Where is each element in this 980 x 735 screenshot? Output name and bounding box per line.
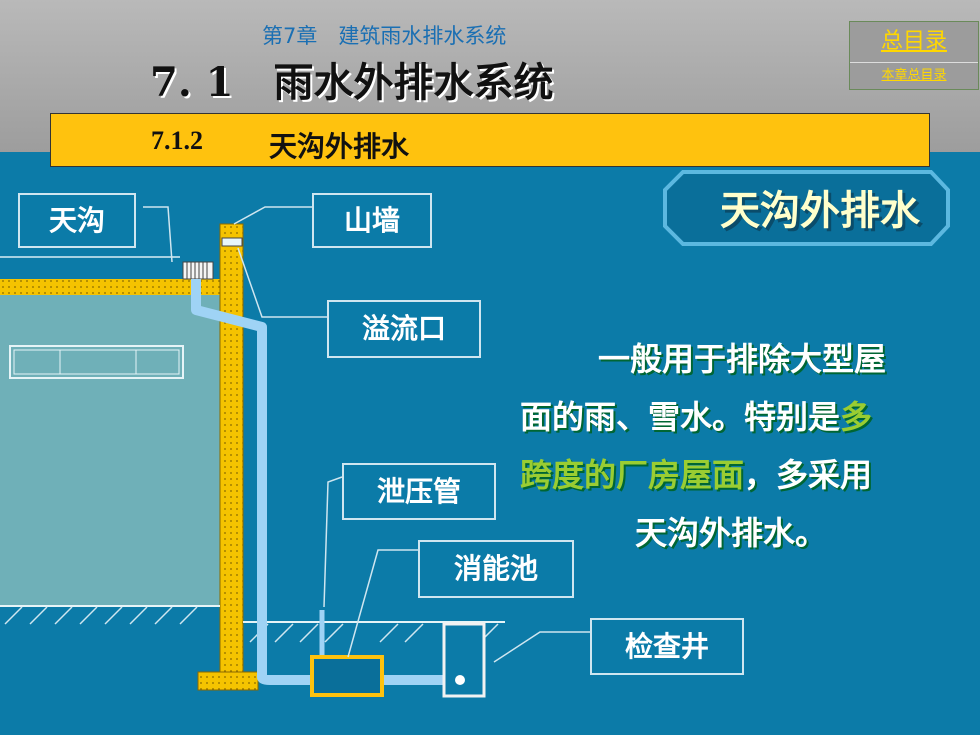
section-bar: 7.1.2 天沟外排水: [50, 113, 930, 167]
desc-line-2: 面的雨、雪水。特别是多: [520, 388, 945, 446]
nav-box: 总目录 本章总目录: [849, 21, 979, 90]
downpipe: [191, 279, 445, 685]
main-contents-link[interactable]: 总目录: [850, 22, 978, 63]
window-strip: [9, 345, 184, 379]
desc-line-2a: 面的雨、雪水。特别是: [520, 398, 841, 436]
label-gutter: 天沟: [18, 193, 136, 248]
tag-badge: [663, 170, 950, 246]
wall-footing: [197, 671, 259, 691]
inspection-well: [442, 622, 486, 698]
section-number: 7.1.2: [151, 126, 203, 155]
energy-pool: [310, 655, 384, 697]
label-gable-wall: 山墙: [312, 193, 432, 248]
desc-highlight-b: 跨度的厂房屋面: [520, 456, 745, 494]
desc-line-4: 天沟外排水。: [635, 514, 828, 552]
description-text: 一般用于排除大型屋 面的雨、雪水。特别是多 跨度的厂房屋面，多采用 天沟外排水。: [520, 330, 945, 562]
section-title: 天沟外排水: [269, 130, 410, 163]
label-relief-pipe: 泄压管: [342, 463, 496, 520]
chapter-contents-link[interactable]: 本章总目录: [881, 68, 947, 83]
desc-line-3: 跨度的厂房屋面，多采用: [520, 446, 945, 504]
drainage-diagram: [0, 206, 590, 698]
building-interior: [0, 294, 220, 606]
desc-line-3b: ，多采用: [744, 456, 873, 494]
roof-beam: [0, 279, 240, 295]
overflow-opening: [221, 237, 243, 247]
gable-wall: [219, 223, 244, 679]
page-title: 7. 1 雨水外排水系统: [150, 59, 554, 106]
label-inspection-well: 检查井: [590, 618, 744, 675]
label-energy-pool: 消能池: [418, 540, 574, 598]
desc-highlight-a: 多: [840, 398, 873, 436]
chapter-title: 第7章 建筑雨水排水系统: [262, 24, 507, 48]
tag-title: 天沟外排水: [720, 188, 920, 234]
label-overflow: 溢流口: [327, 300, 481, 358]
desc-line-1: 一般用于排除大型屋: [598, 340, 887, 378]
